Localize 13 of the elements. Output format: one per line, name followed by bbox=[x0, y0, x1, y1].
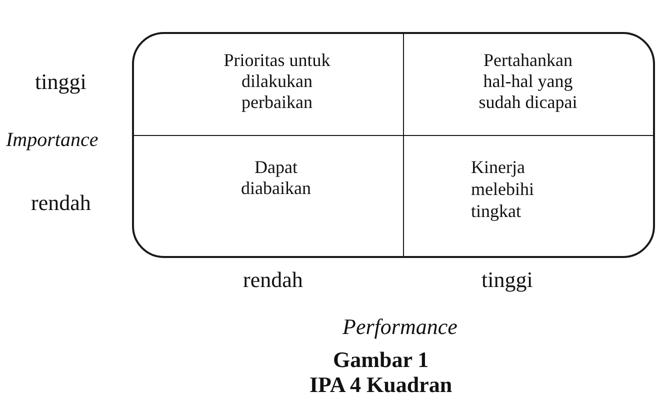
quadrant-text: Pertahankan hal-hal yang sudah dicapai bbox=[478, 50, 578, 113]
axis-title: Performance bbox=[342, 314, 458, 340]
quadrant-text: Prioritas untuk dilakukan perbaikan bbox=[222, 50, 332, 113]
axis-level-label: rendah bbox=[31, 190, 91, 216]
axis-level-label: tinggi bbox=[35, 69, 86, 95]
axis-level-label: rendah bbox=[243, 267, 303, 293]
quadrant bbox=[134, 34, 404, 136]
quadrant-text: Dapat diabaikan bbox=[240, 157, 312, 199]
axis-title: Importance bbox=[6, 128, 98, 152]
axis-level-label: tinggi bbox=[482, 267, 533, 293]
matrix-frame bbox=[132, 32, 655, 258]
quadrant-text: Kinerja melebihi tingkat bbox=[471, 156, 535, 222]
figure-caption: Gambar 1 IPA 4 Kuadran bbox=[310, 347, 452, 397]
